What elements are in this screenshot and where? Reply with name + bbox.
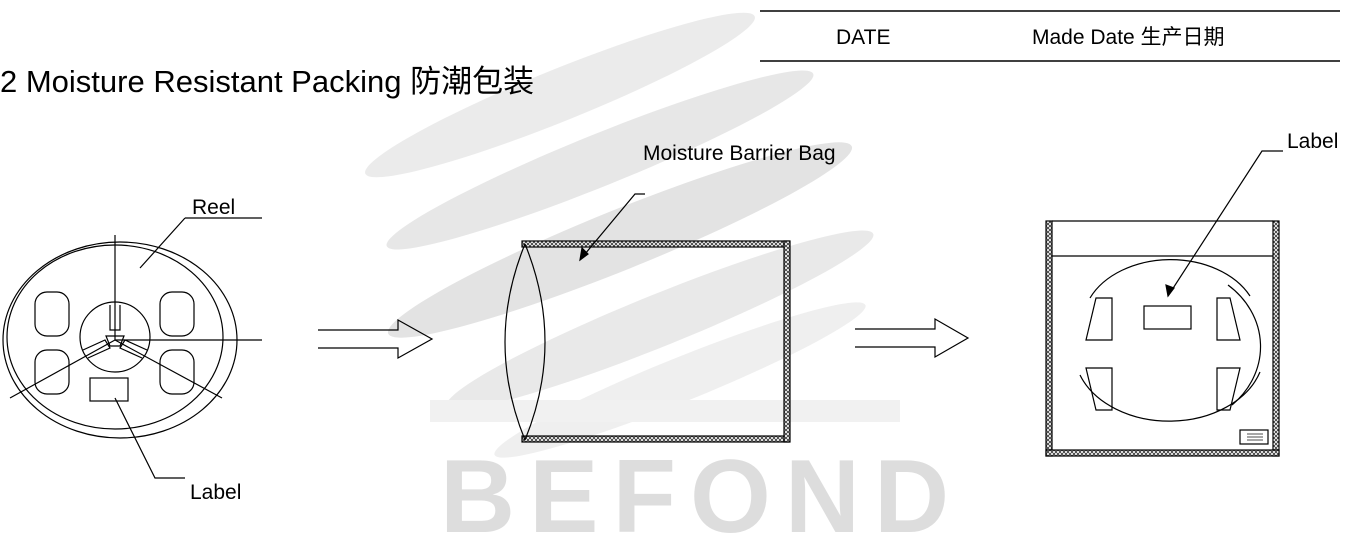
- moisture-barrier-bag-label: Moisture Barrier Bag: [643, 142, 836, 165]
- bag-drawing: [504, 193, 791, 443]
- bag-label-callout: Label: [1287, 130, 1339, 153]
- sealed-bag-drawing: [1045, 150, 1283, 457]
- reel-drawing: [2, 217, 262, 479]
- reel-label: Reel: [192, 196, 236, 219]
- table-row-value: Made Date 生产日期: [1032, 26, 1225, 49]
- watermark-text: BEFOND: [440, 439, 963, 537]
- section-title: 2 Moisture Resistant Packing 防潮包装: [0, 64, 535, 99]
- reel-label-callout: Label: [190, 481, 242, 504]
- arrow-1: [318, 318, 434, 360]
- arrow-2: [855, 317, 970, 359]
- table-row-key: DATE: [836, 26, 891, 49]
- watermark-streaks: [365, 12, 900, 458]
